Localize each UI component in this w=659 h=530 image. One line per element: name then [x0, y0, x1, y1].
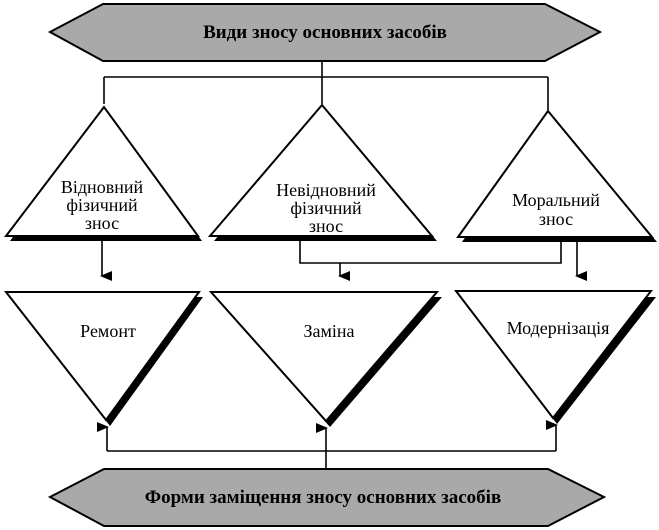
form-label: Ремонт	[80, 321, 136, 341]
wear-type-restorable: Відновний фізичний знос	[3, 105, 202, 241]
wear-type-label-line1: Невідновний	[276, 180, 376, 200]
bottom-banner-label: Форми заміщення зносу основних засобів	[145, 487, 501, 508]
top-connectors	[103, 62, 549, 110]
wear-type-label-line3: знос	[309, 216, 343, 236]
top-banner-shape	[47, 3, 603, 62]
top-banner-label: Види зносу основних засобів	[203, 22, 447, 43]
wear-type-label-line2: фізичний	[66, 195, 138, 215]
wear-type-label-line2: знос	[539, 209, 573, 229]
form-label: Модернізація	[507, 318, 610, 338]
wear-type-label-line3: знос	[85, 213, 119, 233]
triangle-shape	[208, 291, 440, 423]
wear-type-nonrestorable: Невідновний фізичний знос	[207, 103, 437, 241]
wear-type-label-line1: Відновний	[61, 177, 144, 197]
triangle-shape	[3, 105, 200, 237]
connector-to-replacement	[299, 241, 562, 264]
wear-type-label-line2: фізичний	[290, 198, 362, 218]
top-banner: Види зносу основних засобів	[47, 3, 603, 62]
triangle-shape	[453, 290, 654, 420]
form-modernization: Модернізація	[453, 290, 656, 424]
triangle-shape	[207, 103, 435, 237]
bottom-banner: Форми заміщення зносу основних засобів	[47, 468, 607, 527]
form-repair: Ремонт	[3, 291, 203, 426]
wear-type-label-line1: Моральний	[512, 190, 600, 210]
triangle-shape	[456, 109, 655, 238]
wear-to-form-arrows	[100, 241, 587, 281]
form-replacement: Заміна	[208, 291, 442, 427]
wear-type-moral: Моральний знос	[456, 109, 657, 242]
bottom-banner-shape	[47, 468, 607, 527]
triangle-shape	[3, 291, 201, 422]
form-label: Заміна	[303, 321, 354, 341]
